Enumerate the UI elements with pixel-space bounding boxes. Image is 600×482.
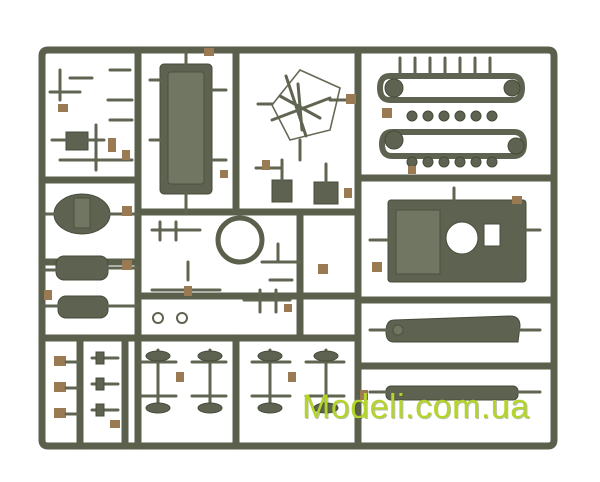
watermark-text: Modeli.com.ua (302, 388, 530, 426)
